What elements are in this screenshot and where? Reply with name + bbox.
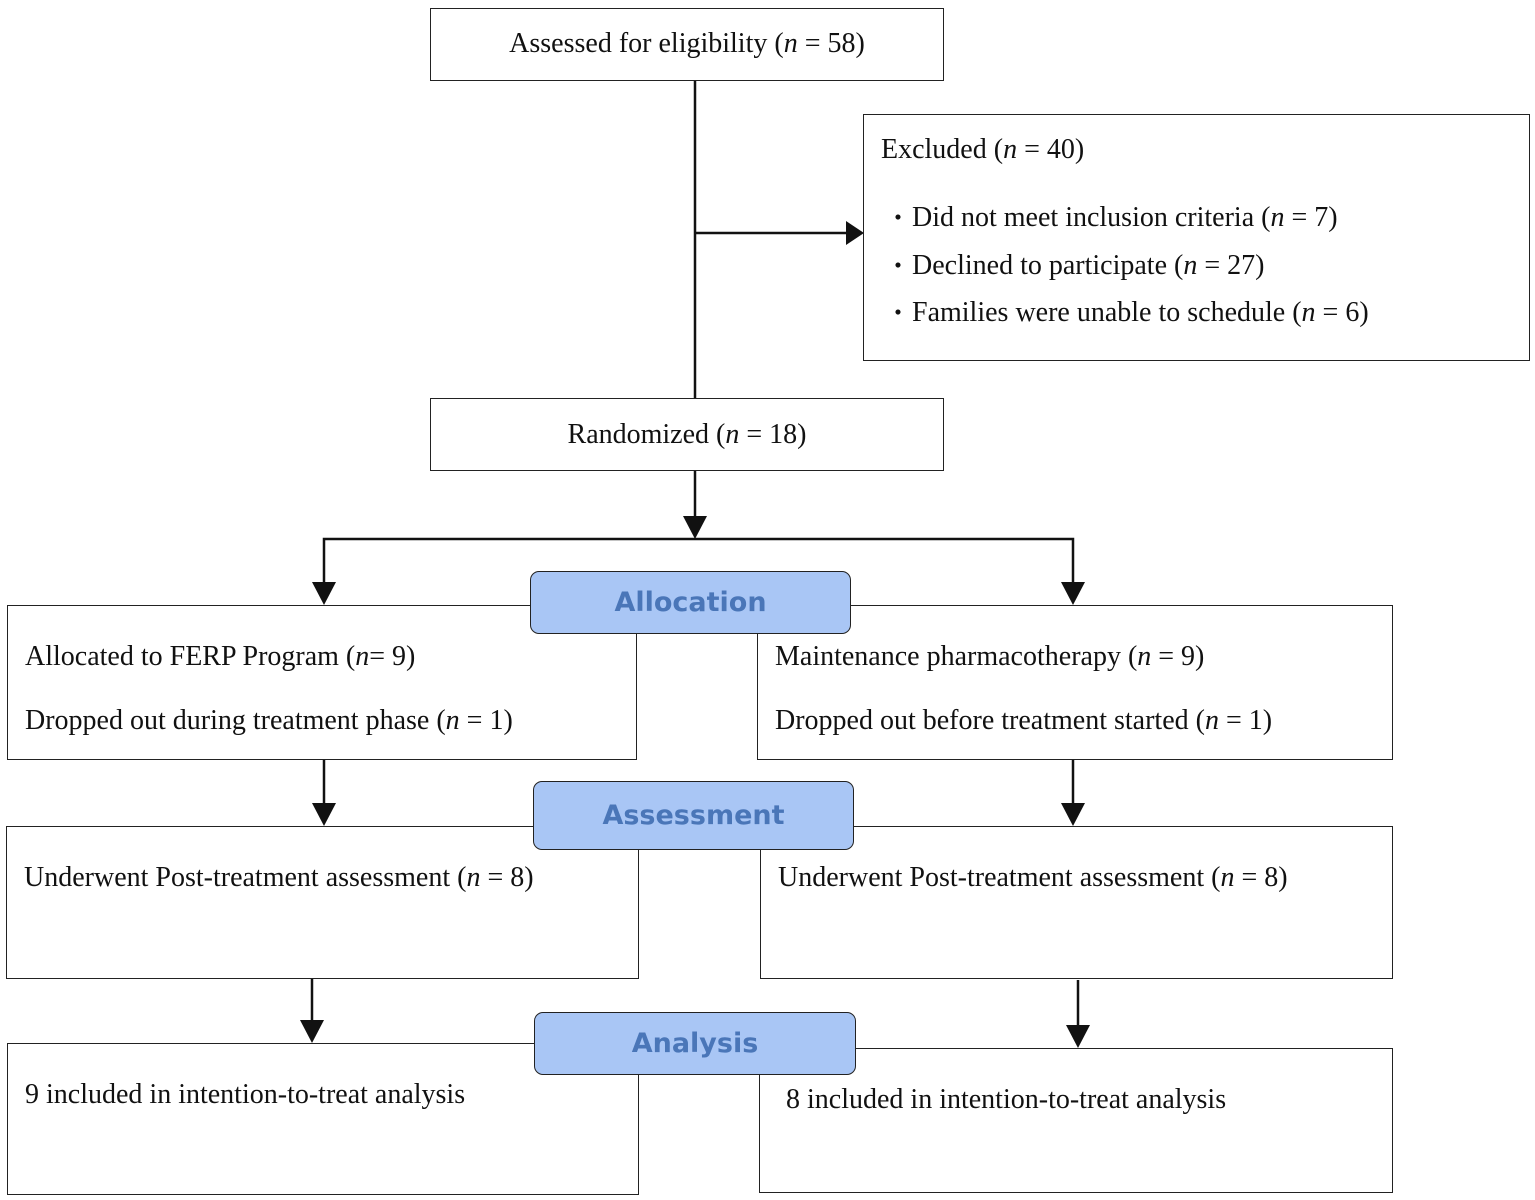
split-line <box>322 537 1075 584</box>
n-var: n <box>1220 862 1235 893</box>
assessed-value: = 58) <box>797 28 865 59</box>
assessed-label: Assessed for eligibility ( <box>509 28 784 59</box>
left-dropped-text: Dropped out during treatment phase (n = … <box>25 707 513 735</box>
excluded-item-1: ・Did not meet inclusion criteria (n = 7) <box>886 204 1338 232</box>
right-allocated-value: = 9) <box>1151 641 1205 672</box>
excluded-item-label: Declined to participate ( <box>912 250 1184 281</box>
left-analysis-text: 9 included in intention-to-treat analysi… <box>25 1079 466 1110</box>
randomized-value: = 18) <box>739 419 807 450</box>
left-dropped-value: = 1) <box>459 705 513 736</box>
allocation-stage-label: Allocation <box>530 571 851 634</box>
bullet: ・ <box>886 254 910 280</box>
right-analysis-box <box>759 1048 1393 1193</box>
excluded-title-value: = 40) <box>1017 134 1085 165</box>
right-post-value: = 8) <box>1234 862 1288 893</box>
randomized-box <box>430 398 944 471</box>
right-post-label: Underwent Post-treatment assessment ( <box>778 862 1221 893</box>
right-allocated-label: Maintenance pharmacotherapy ( <box>775 641 1138 672</box>
randomized-label: Randomized ( <box>567 419 726 450</box>
right-allocation-box <box>757 605 1393 760</box>
excluded-item-value: = 6) <box>1315 297 1369 328</box>
assessed-text: Assessed for eligibility (n = 58) <box>430 30 944 58</box>
n-var: n <box>1301 297 1316 328</box>
left-dropped-label: Dropped out during treatment phase ( <box>25 705 446 736</box>
right-dropped-value: = 1) <box>1218 705 1273 736</box>
right-allocated-text: Maintenance pharmacotherapy (n = 9) <box>775 643 1204 671</box>
n-var: n <box>783 28 798 59</box>
assessment-stage-label: Assessment <box>533 781 854 850</box>
n-var: n <box>1183 250 1198 281</box>
left-assessment-box <box>6 826 639 979</box>
n-var: n <box>1137 641 1152 672</box>
right-analysis-text: 8 included in intention-to-treat analysi… <box>786 1084 1227 1115</box>
n-var: n <box>725 419 740 450</box>
excluded-title-label: Excluded ( <box>881 134 1004 165</box>
right-assessment-box <box>760 826 1393 979</box>
left-allocated-label: Allocated to FERP Program ( <box>25 641 356 672</box>
excluded-item-label: Families were unable to schedule ( <box>912 297 1302 328</box>
excluded-title: Excluded (n = 40) <box>881 136 1084 164</box>
excluded-item-value: = 27) <box>1197 250 1265 281</box>
excluded-item-value: = 7) <box>1284 202 1338 233</box>
assessed-box <box>430 8 944 81</box>
excluded-item-3: ・Families were unable to schedule (n = 6… <box>886 299 1369 327</box>
excluded-box <box>863 114 1530 361</box>
n-var: n <box>1204 705 1219 736</box>
bullet: ・ <box>886 301 910 327</box>
n-var: n <box>355 641 370 672</box>
excluded-item-2: ・Declined to participate (n = 27) <box>886 252 1264 280</box>
right-dropped-label: Dropped out before treatment started ( <box>775 705 1205 736</box>
bullet: ・ <box>886 206 910 232</box>
excluded-item-label: Did not meet inclusion criteria ( <box>912 202 1271 233</box>
left-post-value: = 8) <box>480 862 534 893</box>
randomized-text: Randomized (n = 18) <box>430 421 944 449</box>
left-analysis-box <box>7 1043 639 1195</box>
n-var: n <box>466 862 481 893</box>
right-post-text: Underwent Post-treatment assessment (n =… <box>778 864 1288 892</box>
analysis-stage-label: Analysis <box>534 1012 856 1075</box>
left-allocated-value: = 9) <box>369 641 416 672</box>
n-var: n <box>1003 134 1018 165</box>
left-allocated-text: Allocated to FERP Program (n= 9) <box>25 643 415 671</box>
left-post-text: Underwent Post-treatment assessment (n =… <box>24 864 534 892</box>
right-dropped-text: Dropped out before treatment started (n … <box>775 707 1272 735</box>
left-post-label: Underwent Post-treatment assessment ( <box>24 862 467 893</box>
n-var: n <box>445 705 460 736</box>
n-var: n <box>1270 202 1285 233</box>
